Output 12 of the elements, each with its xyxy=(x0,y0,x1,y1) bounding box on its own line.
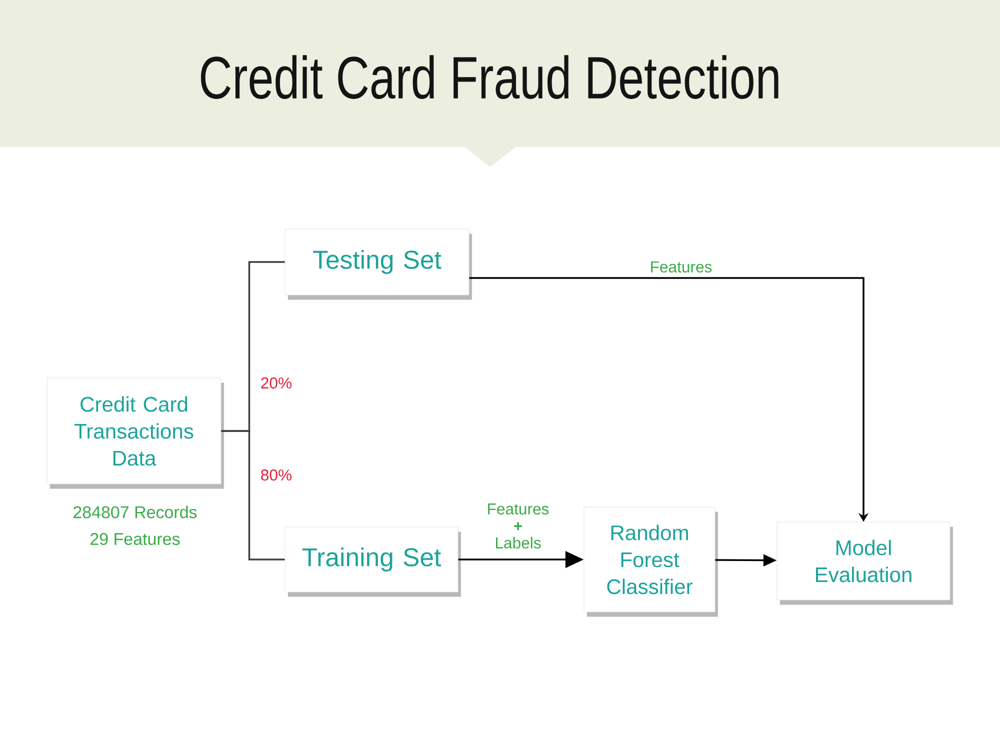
title-banner: Credit Card Fraud Detection xyxy=(0,0,1000,167)
process-box: Model Evaluation xyxy=(776,522,953,605)
note-text: 284807 Records xyxy=(74,506,197,518)
process-box: Testing Set xyxy=(284,228,472,300)
process-box: Training Set xyxy=(284,526,461,597)
note-text: 29 Features xyxy=(90,532,180,546)
edge-label: Features + Labels xyxy=(482,502,554,550)
process-box: Credit Card Transactions Data xyxy=(46,378,224,489)
edge-label: 80% xyxy=(259,468,294,482)
edge-label: Features xyxy=(648,260,714,274)
edge-label: 20% xyxy=(259,376,294,390)
process-box: Random Forest Classifier xyxy=(584,506,718,617)
